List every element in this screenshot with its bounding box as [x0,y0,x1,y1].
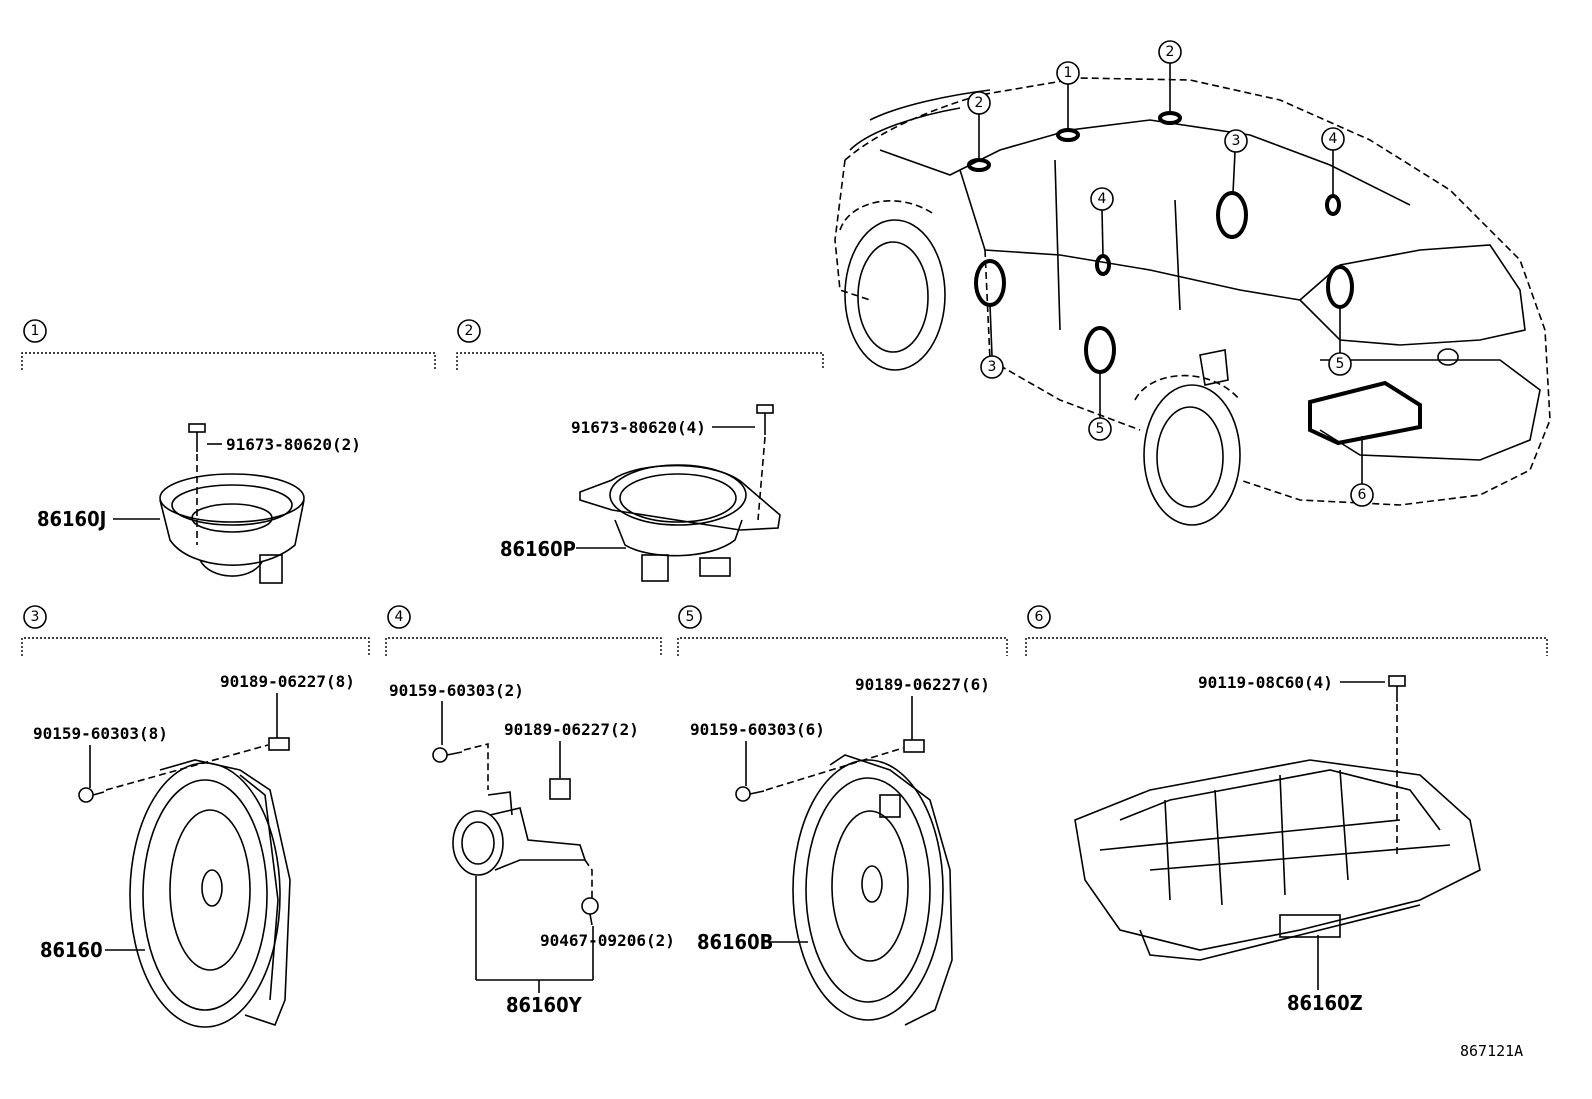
tweeter-icon [452,791,587,876]
section-5-callout: 5 [686,609,695,625]
callout-3: 3 [1232,133,1241,149]
callout-4: 4 [1329,131,1338,147]
section-3-callout: 3 [31,609,40,625]
callout-2: 2 [975,95,984,111]
amplifier-icon [1074,759,1481,961]
callout-6: 6 [1358,487,1367,503]
section-1-callout: 1 [31,323,40,339]
bolt-icon [188,423,206,452]
section-6: 6 90119-08C60(4) 86160Z [1025,605,1548,1015]
part-91673-80620-2: 91673-80620(2) [226,435,361,454]
part-86160Z: 86160Z [1287,991,1363,1015]
part-90189-06227-6: 90189-06227(6) [855,675,990,694]
section-2-callout: 2 [465,323,474,339]
screw-icon [432,747,463,763]
part-86160: 86160 [40,938,103,962]
speaker-icon [159,473,305,584]
part-90159-60303-8: 90159-60303(8) [33,724,168,743]
nut-icon [268,737,290,751]
part-86160J: 86160J [37,507,106,531]
speaker-icon [579,464,781,582]
bolt-icon [1388,675,1406,702]
section-1: 1 91673-80620(2) 86160J [21,319,436,584]
vehicle-illustration: 2 1 2 3 4 4 3 5 5 6 [834,40,1551,526]
section-3: 3 90189-06227(8) 90159-60303(8) 86160 [21,605,370,1028]
section-5: 5 90189-06227(6) 90159-60303(6) 86160B [677,605,1008,1026]
part-90189-06227-2: 90189-06227(2) [504,720,639,739]
screw-icon [735,786,765,802]
callout-4: 4 [1098,191,1107,207]
callout-1: 1 [1064,65,1073,81]
speaker-icon [792,754,953,1026]
part-90159-60303-2: 90159-60303(2) [389,681,524,700]
callout-3: 3 [988,359,997,375]
section-4: 4 90159-60303(2) 90189-06227(2) 90467-09… [385,605,675,1017]
part-90119-08C60-4: 90119-08C60(4) [1198,673,1333,692]
part-90159-60303-6: 90159-60303(6) [690,720,825,739]
clip-icon [581,897,599,926]
section-6-callout: 6 [1035,609,1044,625]
part-86160Y: 86160Y [506,993,583,1017]
callout-5: 5 [1336,356,1345,372]
part-90189-06227-8: 90189-06227(8) [220,672,355,691]
diagram-id: 867121A [1460,1042,1523,1060]
part-91673-80620-4: 91673-80620(4) [571,418,706,437]
nut-icon [903,739,925,753]
nut-icon [549,778,571,800]
section-2: 2 91673-80620(4) 86160P [456,319,824,582]
part-86160B: 86160B [697,930,773,954]
speaker-icon [129,759,291,1028]
callout-5: 5 [1096,421,1105,437]
screw-icon [78,787,105,803]
part-90467-09206-2: 90467-09206(2) [540,931,675,950]
part-86160P: 86160P [500,537,576,561]
bolt-icon [756,404,774,435]
section-4-callout: 4 [395,609,404,625]
callout-2: 2 [1166,44,1175,60]
